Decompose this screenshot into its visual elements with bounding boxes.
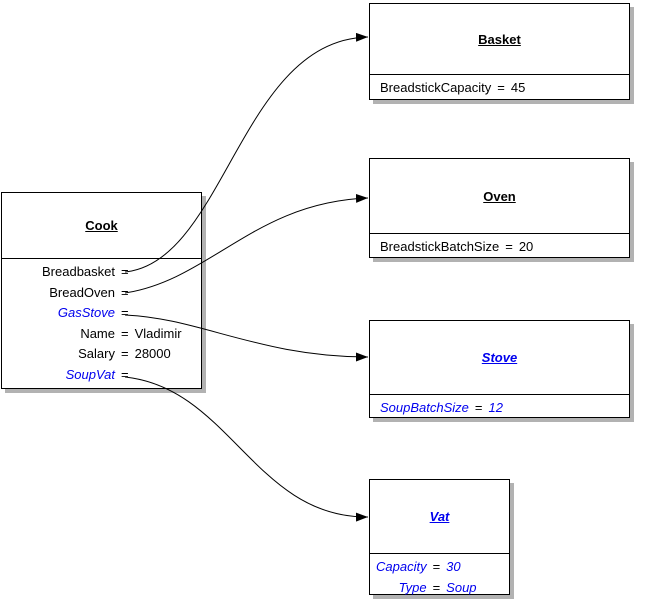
attribute-value: 12 xyxy=(488,400,503,415)
attribute-row: Type = Soup xyxy=(376,578,477,599)
attribute-name: Name xyxy=(80,325,115,341)
attribute-row: BreadOven = xyxy=(42,283,182,304)
node-title: Cook xyxy=(85,218,118,233)
node-basket[interactable]: Basket BreadstickCapacity = 45 xyxy=(369,3,630,100)
attribute-row: GasStove = xyxy=(42,303,182,324)
attribute-name: BreadOven xyxy=(49,284,115,300)
node-title: Stove xyxy=(481,350,518,365)
node-attributes: SoupBatchSize = 12 xyxy=(370,398,503,419)
equals-sign: = xyxy=(505,239,513,254)
node-attributes: Breadbasket = BreadOven = GasStove = Name = Vlad… xyxy=(2,262,182,385)
equals-sign: = xyxy=(432,559,441,574)
attribute-row: Breadbasket = xyxy=(42,262,182,283)
node-title-compartment: Basket xyxy=(370,4,629,75)
attribute-row: Capacity = 30 xyxy=(376,557,477,578)
node-oven[interactable]: Oven BreadstickBatchSize = 20 xyxy=(369,158,630,258)
attribute-row: SoupVat = xyxy=(42,365,182,386)
attribute-value: Soup xyxy=(446,579,477,595)
attribute-name: Type xyxy=(398,579,427,595)
attribute-value: Vladimir xyxy=(134,325,182,341)
attribute-row: BreadstickCapacity = 45 xyxy=(380,78,525,99)
equals-sign: = xyxy=(432,579,441,595)
node-title: Vat xyxy=(429,509,450,524)
node-title-compartment: Stove xyxy=(370,321,629,395)
attribute-name: BreadstickBatchSize xyxy=(380,239,500,254)
equals-sign: = xyxy=(121,305,129,320)
node-cook[interactable]: Cook Breadbasket=BreadOven=GasStove=Name… xyxy=(1,192,202,389)
attribute-row: Salary = 28000 xyxy=(42,344,182,365)
node-title-compartment: Vat xyxy=(370,480,509,554)
attribute-name: GasStove xyxy=(57,305,115,320)
attribute-value: 30 xyxy=(446,559,461,574)
attribute-value: 20 xyxy=(518,239,534,254)
node-stove[interactable]: Stove SoupBatchSize = 12 xyxy=(369,320,630,418)
equals-sign: = xyxy=(121,284,129,300)
attribute-value: 45 xyxy=(510,80,526,95)
equals-sign: = xyxy=(121,346,129,361)
node-attributes: BreadstickBatchSize = 20 xyxy=(370,237,533,258)
node-attributes: BreadstickCapacity = 45 xyxy=(370,78,525,99)
edge-breadoven-to-oven[interactable] xyxy=(124,193,369,294)
attribute-row: SoupBatchSize = 12 xyxy=(380,398,503,419)
attribute-row: Name = Vladimir xyxy=(42,324,182,345)
attribute-row: BreadstickBatchSize = 20 xyxy=(380,237,533,258)
equals-sign: = xyxy=(121,325,129,341)
equals-sign: = xyxy=(121,264,129,279)
attribute-value: 28000 xyxy=(134,346,171,361)
attribute-name: Breadbasket xyxy=(42,264,115,279)
edge-soupvat-to-vat[interactable] xyxy=(124,376,369,522)
equals-sign: = xyxy=(497,80,505,95)
node-title-compartment: Cook xyxy=(2,193,201,259)
node-title: Oven xyxy=(483,188,516,204)
attribute-name: Salary xyxy=(78,346,115,361)
node-title: Basket xyxy=(478,31,521,47)
edge-breadbasket-to-basket[interactable] xyxy=(124,32,369,273)
attribute-name: Capacity xyxy=(376,559,427,574)
edge-gasstove-to-stove[interactable] xyxy=(124,314,369,362)
equals-sign: = xyxy=(121,366,129,382)
equals-sign: = xyxy=(474,400,483,415)
attribute-name: SoupBatchSize xyxy=(380,400,469,415)
attribute-name: BreadstickCapacity xyxy=(380,80,492,95)
attribute-name: SoupVat xyxy=(65,366,115,382)
node-title-compartment: Oven xyxy=(370,159,629,234)
